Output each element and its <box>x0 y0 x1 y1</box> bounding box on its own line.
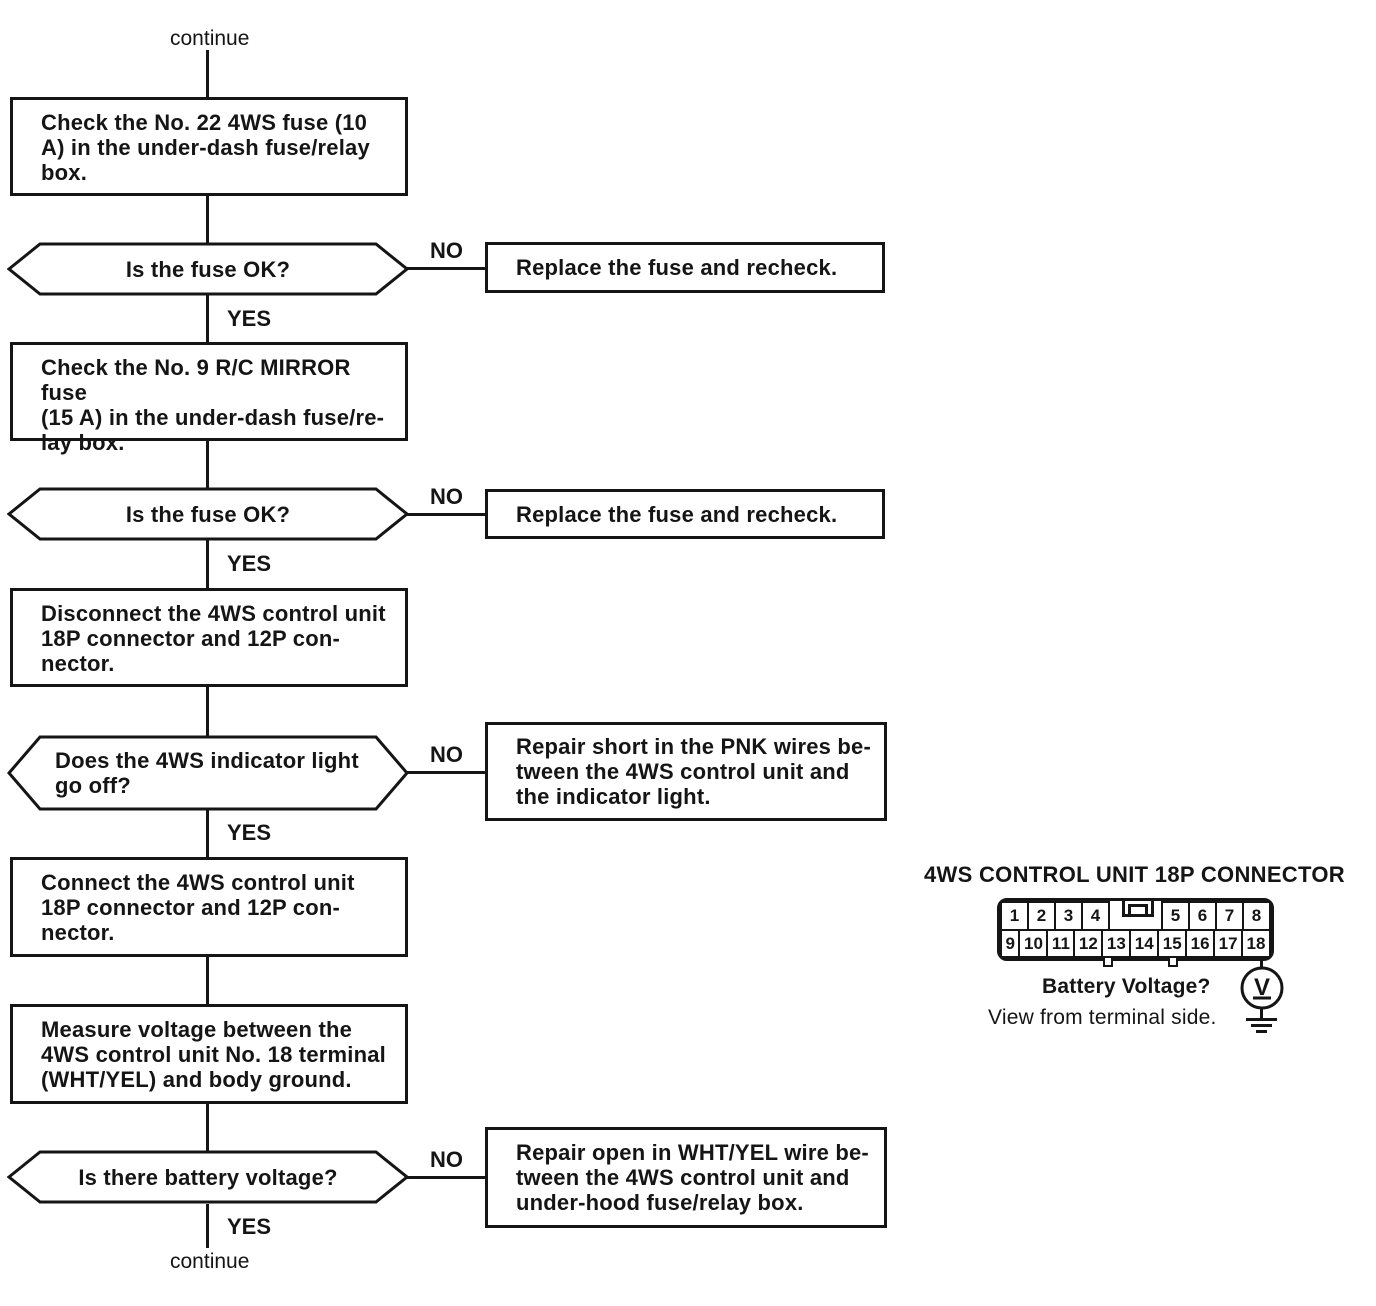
no-branch-line <box>407 513 485 516</box>
ground-icon <box>1251 1024 1272 1027</box>
terminal-14: 14 <box>1129 929 1160 958</box>
no-label-2: NO <box>430 484 463 509</box>
decision-label: Is the fuse OK? <box>125 501 291 527</box>
decision-label: Does the 4WS indicator light go off? <box>55 748 359 798</box>
no-label-3: NO <box>430 742 463 767</box>
flow-line <box>206 441 209 488</box>
terminal-1: 1 <box>1000 901 1029 931</box>
flow-line <box>206 810 209 858</box>
hexagon-shape <box>7 487 409 541</box>
yes-label-1: YES <box>227 306 272 331</box>
ground-icon <box>1256 1030 1267 1033</box>
terminal-15: 15 <box>1157 929 1188 958</box>
connector-lock-tab-icon <box>1122 898 1154 917</box>
action-replace-fuse-2: Replace the fuse and recheck. <box>485 489 885 539</box>
flow-line <box>206 540 209 588</box>
terminal-18: 18 <box>1241 929 1271 958</box>
decision-label: Is the fuse OK? <box>125 256 291 282</box>
continue-label-top: continue <box>170 27 250 50</box>
terminal-13: 13 <box>1101 929 1132 958</box>
hexagon-shape <box>7 242 409 296</box>
no-label-4: NO <box>430 1147 463 1172</box>
flow-line <box>206 957 209 1005</box>
terminal-8: 8 <box>1242 901 1271 931</box>
terminal-9: 9 <box>1000 929 1021 958</box>
ground-lead-line <box>1260 1009 1263 1019</box>
terminal-7: 7 <box>1215 901 1244 931</box>
connector-notch-icon <box>1103 958 1113 967</box>
process-check-fuse-22: Check the No. 22 4WS fuse (10 A) in the … <box>10 97 408 196</box>
process-check-fuse-9: Check the No. 9 R/C MIRROR fuse (15 A) i… <box>10 342 408 455</box>
ground-icon <box>1246 1018 1277 1021</box>
yes-label-3: YES <box>227 820 272 845</box>
no-branch-line <box>407 1176 485 1179</box>
process-measure-voltage: Measure voltage between the 4WS control … <box>10 1004 408 1104</box>
action-repair-short: Repair short in the PNK wires be- tween … <box>485 722 887 821</box>
decision-indicator-off: Does the 4WS indicator light go off? <box>7 735 409 811</box>
flow-line <box>206 50 209 97</box>
probe-line <box>1260 956 1263 968</box>
flow-line <box>206 1104 209 1152</box>
battery-voltage-caption: Battery Voltage? <box>1042 975 1211 998</box>
voltmeter-v-glyph: V <box>1254 974 1270 1001</box>
terminal-4: 4 <box>1081 901 1110 931</box>
action-repair-open: Repair open in WHT/YEL wire be- tween th… <box>485 1127 887 1228</box>
decision-fuse-ok-1: Is the fuse OK? <box>7 242 409 296</box>
process-connect-connectors: Connect the 4WS control unit 18P connect… <box>10 857 408 957</box>
terminal-5: 5 <box>1161 901 1190 931</box>
connector-bottom-row: 9 10 11 12 13 14 15 16 17 18 <box>1000 929 1271 958</box>
terminal-16: 16 <box>1185 929 1216 958</box>
decision-battery-voltage: Is there battery voltage? <box>7 1150 409 1204</box>
no-branch-line <box>407 267 485 270</box>
process-disconnect-connectors: Disconnect the 4WS control unit 18P conn… <box>10 588 408 687</box>
yes-label-2: YES <box>227 551 272 576</box>
terminal-12: 12 <box>1073 929 1104 958</box>
connector-18p-diagram: 1 2 3 4 5 6 7 8 9 10 11 12 13 14 15 16 1… <box>997 898 1274 967</box>
flow-line <box>206 196 209 243</box>
terminal-17: 17 <box>1213 929 1244 958</box>
flow-line <box>206 687 209 736</box>
decision-fuse-ok-2: Is the fuse OK? <box>7 487 409 541</box>
terminal-11: 11 <box>1046 929 1076 958</box>
no-label-1: NO <box>430 238 463 263</box>
yes-label-4: YES <box>227 1214 272 1239</box>
decision-label: Is there battery voltage? <box>78 1164 338 1190</box>
voltmeter-icon: V <box>1240 966 1284 1010</box>
connector-lock-tab-inner <box>1128 904 1148 917</box>
hexagon-shape <box>7 1150 409 1204</box>
view-from-terminal-caption: View from terminal side. <box>988 1006 1217 1029</box>
connector-title: 4WS CONTROL UNIT 18P CONNECTOR <box>924 862 1345 887</box>
no-branch-line <box>407 771 485 774</box>
connector-notch-icon <box>1168 958 1178 967</box>
flow-line <box>206 1204 209 1248</box>
terminal-3: 3 <box>1054 901 1083 931</box>
terminal-2: 2 <box>1027 901 1056 931</box>
action-replace-fuse-1: Replace the fuse and recheck. <box>485 242 885 293</box>
terminal-6: 6 <box>1188 901 1217 931</box>
flow-line <box>206 294 209 343</box>
continue-label-bottom: continue <box>170 1250 250 1273</box>
hexagon-shape <box>7 735 409 811</box>
terminal-10: 10 <box>1018 929 1049 958</box>
